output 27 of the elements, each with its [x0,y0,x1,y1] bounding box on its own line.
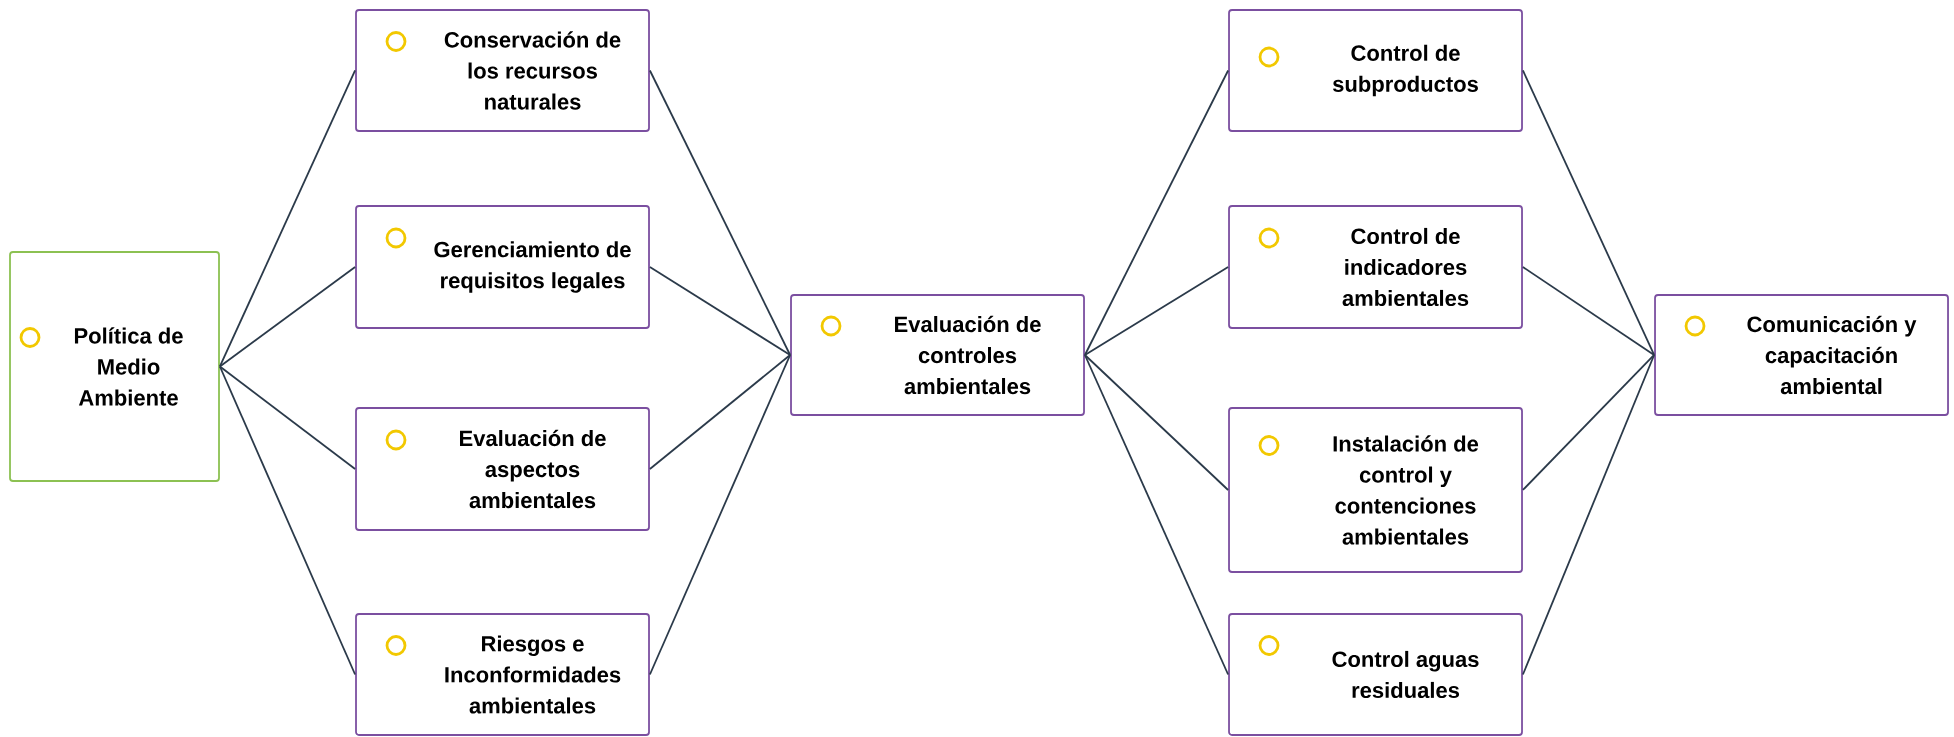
process-box: Evaluación de aspectos ambientales [355,407,650,531]
process-box: Instalación de control y contenciones ambientales [1228,407,1523,573]
connector-line [1084,69,1229,356]
connector-line [219,266,356,368]
connector-line [1522,266,1655,356]
connector-line [1084,266,1229,356]
process-box: Control de subproductos [1228,9,1523,132]
process-box: Control de indicadores ambientales [1228,205,1523,329]
process-box: Comunicación y capacitación ambiental [1654,294,1949,416]
connector-line [649,266,791,356]
connector-line [649,354,791,470]
process-box: Control aguas residuales [1228,613,1523,736]
process-box: Riesgos e Inconformidades ambientales [355,613,650,736]
connector-line [649,69,791,356]
connector-line [1084,354,1229,676]
process-box: Evaluación de controles ambientales [790,294,1085,416]
connector-line [219,365,356,676]
connector-line [1522,354,1655,491]
process-box: Conservación de los recursos naturales [355,9,650,132]
connector-line [1522,354,1655,676]
process-box: Política de Medio Ambiente [9,251,220,482]
process-box: Gerenciamiento de requisitos legales [355,205,650,329]
connector-line [219,365,356,470]
connector-line [1522,69,1655,356]
connector-line [649,354,791,676]
connector-line [1084,354,1229,491]
connector-line [219,69,356,368]
